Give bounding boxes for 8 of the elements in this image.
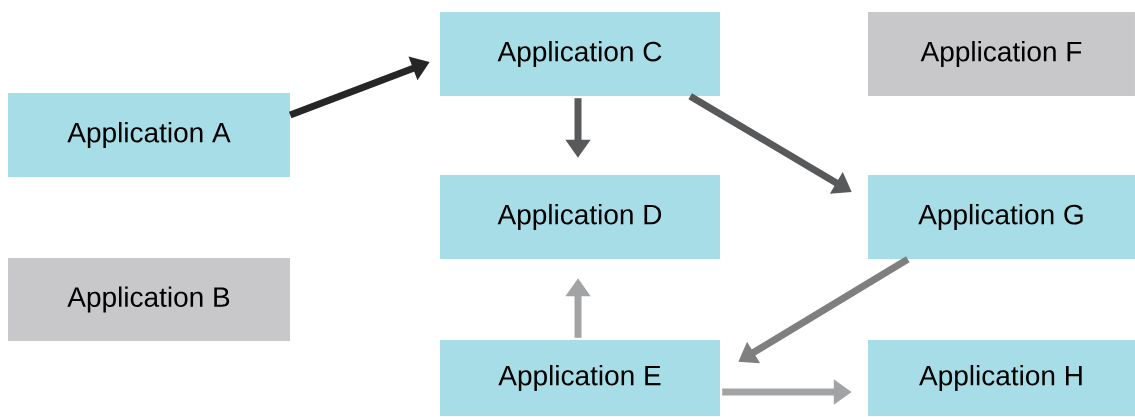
- application-box: Application C: [440, 12, 720, 96]
- application-box: Application E: [440, 340, 720, 416]
- application-box: Application B: [8, 258, 290, 341]
- application-box: Application A: [8, 93, 290, 177]
- application-box: Application F: [868, 12, 1135, 96]
- application-box: Application D: [440, 175, 720, 259]
- application-box: Application G: [868, 175, 1135, 259]
- application-box: Application H: [868, 340, 1135, 416]
